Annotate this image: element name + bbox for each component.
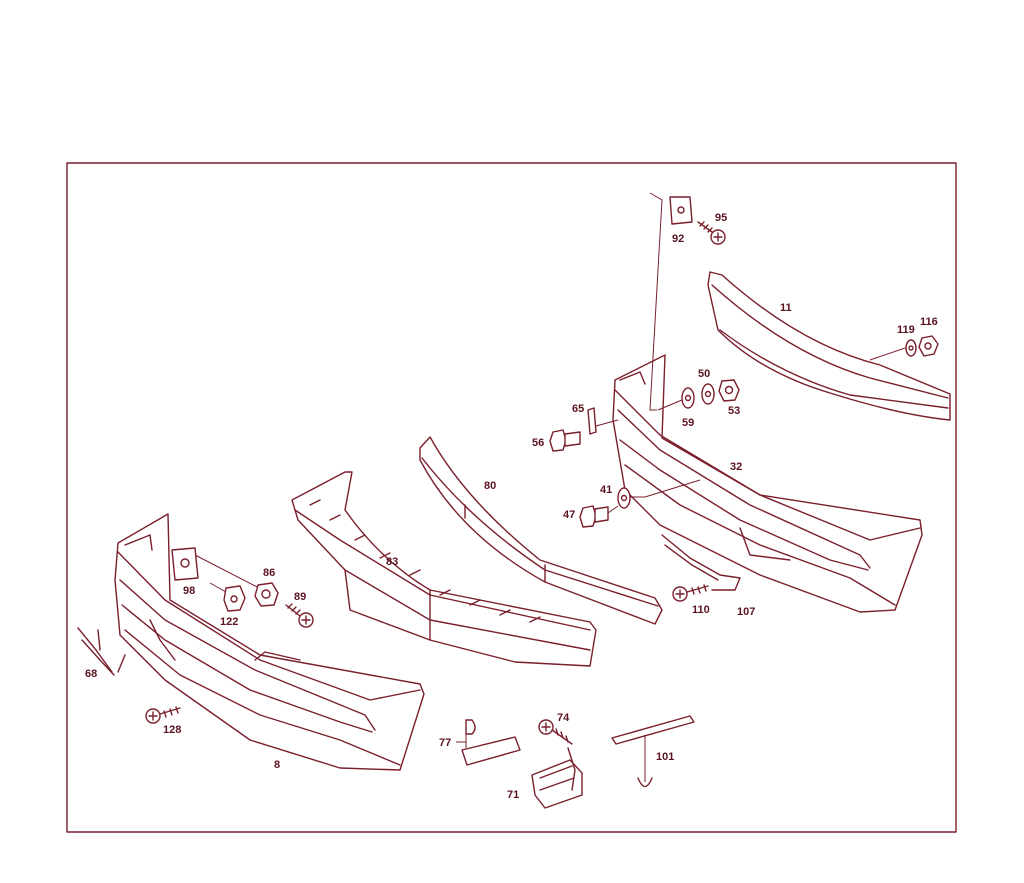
label-110: 110: [692, 604, 710, 616]
part-80-bumper-support[interactable]: [419, 436, 663, 625]
label-83: 83: [386, 556, 398, 568]
label-95: 95: [715, 212, 727, 224]
label-77: 77: [439, 737, 451, 749]
part-65-bracket[interactable]: [587, 407, 619, 435]
leader-92: [649, 192, 663, 411]
part-95-screw[interactable]: [697, 221, 726, 245]
label-89: 89: [294, 591, 306, 603]
leader-59: [657, 399, 683, 411]
part-89-screw[interactable]: [285, 603, 314, 628]
part-116-nut[interactable]: [918, 335, 939, 357]
part-41-washer[interactable]: [617, 487, 631, 509]
part-92-clip-nut[interactable]: [669, 196, 693, 225]
label-74: 74: [557, 712, 570, 724]
label-107: 107: [737, 606, 755, 618]
leader-86: [194, 554, 264, 591]
part-77-bumper-guard[interactable]: [456, 719, 521, 766]
part-50-washer[interactable]: [701, 383, 715, 405]
part-56-bolt[interactable]: [549, 429, 581, 452]
label-101: 101: [656, 751, 674, 763]
part-8-front-bumper-cover[interactable]: [114, 513, 425, 771]
part-47-bolt[interactable]: [579, 505, 619, 528]
part-53-nut[interactable]: [718, 379, 740, 402]
part-122-bolt[interactable]: [209, 582, 246, 612]
label-53: 53: [728, 405, 740, 417]
label-98: 98: [183, 585, 195, 597]
label-56: 56: [532, 437, 544, 449]
label-71: 71: [507, 789, 519, 801]
part-86-nut[interactable]: [254, 582, 279, 607]
label-50: 50: [698, 368, 710, 380]
part-98-clip-nut[interactable]: [171, 547, 199, 581]
part-59-washer[interactable]: [681, 387, 695, 409]
part-68-bracket[interactable]: [77, 627, 126, 676]
part-74-screw[interactable]: [538, 719, 573, 745]
label-68: 68: [85, 668, 97, 680]
label-8: 8: [274, 759, 280, 771]
part-128-screw[interactable]: [145, 706, 181, 724]
part-101-trim-strip[interactable]: [611, 715, 695, 788]
part-11-impact-strip[interactable]: [707, 271, 951, 421]
label-32: 32: [730, 461, 742, 473]
label-119: 119: [897, 324, 915, 336]
label-65: 65: [572, 403, 584, 415]
part-83-energy-absorber[interactable]: [291, 471, 597, 667]
leader-32: [644, 479, 701, 498]
label-11: 11: [780, 302, 792, 314]
part-110-screw[interactable]: [672, 584, 709, 602]
label-59: 59: [682, 417, 694, 429]
part-119-washer[interactable]: [905, 339, 917, 357]
part-71-mounting-bracket[interactable]: [531, 747, 583, 809]
label-128: 128: [163, 724, 181, 736]
label-41: 41: [600, 484, 612, 496]
label-80: 80: [484, 480, 496, 492]
diagram-frame: [66, 162, 957, 833]
label-122: 122: [220, 616, 238, 628]
label-92: 92: [672, 233, 684, 245]
part-107-bracket[interactable]: [661, 534, 741, 591]
label-47: 47: [563, 509, 575, 521]
leader-119: [869, 347, 906, 361]
label-116: 116: [920, 316, 938, 328]
label-86: 86: [263, 567, 275, 579]
